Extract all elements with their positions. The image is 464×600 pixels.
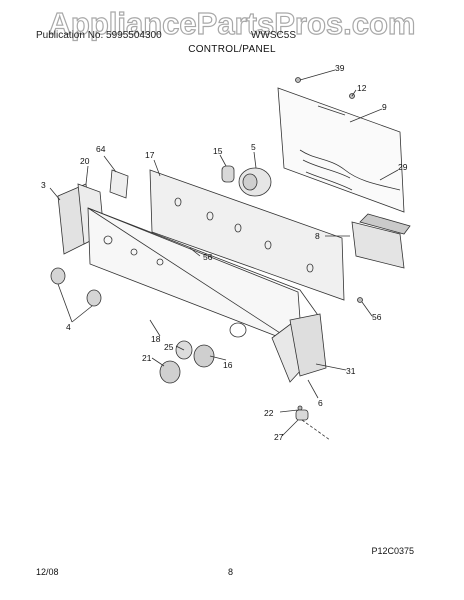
wire-harness-branch: [305, 171, 353, 191]
leader-line: [149, 319, 161, 337]
timer-top: [359, 213, 411, 235]
leader-line: [361, 301, 373, 317]
leader-line: [103, 155, 117, 173]
callout-21: 21: [142, 353, 152, 363]
callout-56: 56: [203, 252, 213, 262]
callout-31: 31: [346, 366, 356, 376]
callout-12: 12: [357, 83, 367, 93]
leader-line: [379, 169, 399, 181]
console-knob-hole: [156, 258, 164, 266]
leader-dash: [301, 419, 331, 441]
console-dial-hole: [229, 322, 247, 338]
leader-line: [299, 69, 336, 81]
panel-hole: [234, 223, 242, 233]
leader-line: [219, 154, 227, 167]
leader-line: [85, 165, 89, 185]
panel-hole: [264, 240, 272, 250]
leader-line: [349, 108, 383, 123]
callout-25: 25: [164, 342, 174, 352]
figure-reference-code: P12C0375: [371, 546, 414, 556]
leader-line: [351, 89, 357, 97]
callout-27: 27: [274, 432, 284, 442]
small-part: [295, 409, 309, 421]
console-knob-hole: [130, 248, 138, 256]
knob: [50, 267, 66, 285]
callout-15: 15: [213, 146, 223, 156]
leader-line: [57, 283, 73, 323]
watermark-logo: AppliancePartsPros.com: [48, 5, 416, 41]
callout-17: 17: [145, 150, 155, 160]
panel-hole: [206, 211, 214, 221]
dial-skirt: [193, 344, 215, 368]
leader-line: [49, 187, 61, 201]
callout-8: 8: [315, 231, 320, 241]
screw: [357, 297, 363, 303]
plate-slot: [317, 105, 346, 116]
callout-29: 29: [398, 162, 408, 172]
leader-line: [279, 409, 299, 413]
callout-20: 20: [80, 156, 90, 166]
section-title: CONTROL/PANEL: [188, 44, 276, 55]
callout-16: 16: [223, 360, 233, 370]
callout-22: 22: [264, 408, 274, 418]
knob: [86, 289, 102, 307]
leader-line: [307, 379, 319, 399]
bracket: [109, 169, 129, 199]
wire-harness: [299, 149, 401, 191]
callout-5: 5: [251, 142, 256, 152]
dial-knob: [159, 360, 181, 384]
leader-line: [153, 159, 161, 177]
leader-line: [175, 345, 185, 351]
callout-56: 56: [372, 312, 382, 322]
leader-line: [315, 363, 347, 371]
console-knob-hole: [103, 235, 113, 245]
callout-39: 39: [335, 63, 345, 73]
model-number: WWSC5S: [251, 30, 296, 41]
screw: [297, 405, 303, 411]
right-end-bracket: [289, 313, 327, 377]
header-row: Publication No. 5995504300 WWSC5S: [36, 30, 376, 44]
screw: [295, 77, 301, 83]
leader-line: [209, 355, 227, 361]
leader-line: [71, 305, 93, 323]
wire-harness-branch: [302, 159, 351, 179]
callout-6: 6: [318, 398, 323, 408]
callout-18: 18: [151, 334, 161, 344]
back-mounting-plate: [277, 87, 405, 213]
leader-line: [281, 419, 299, 437]
callout-3: 3: [41, 180, 46, 190]
leader-line: [253, 151, 257, 169]
leader-line: [189, 247, 201, 257]
panel-hole: [306, 263, 314, 273]
leader-line: [151, 357, 165, 367]
page-number: 8: [228, 567, 234, 577]
callout-64: 64: [96, 144, 106, 154]
selector-shaft: [221, 165, 235, 183]
panel-hole: [174, 197, 182, 207]
footer-date: 12/08: [36, 567, 59, 577]
callout-4: 4: [66, 322, 71, 332]
publication-number: Publication No. 5995504300: [36, 30, 162, 41]
console-back-panel: [149, 169, 345, 301]
selector-switch-core: [242, 173, 258, 191]
callout-9: 9: [382, 102, 387, 112]
timer: [351, 221, 405, 269]
